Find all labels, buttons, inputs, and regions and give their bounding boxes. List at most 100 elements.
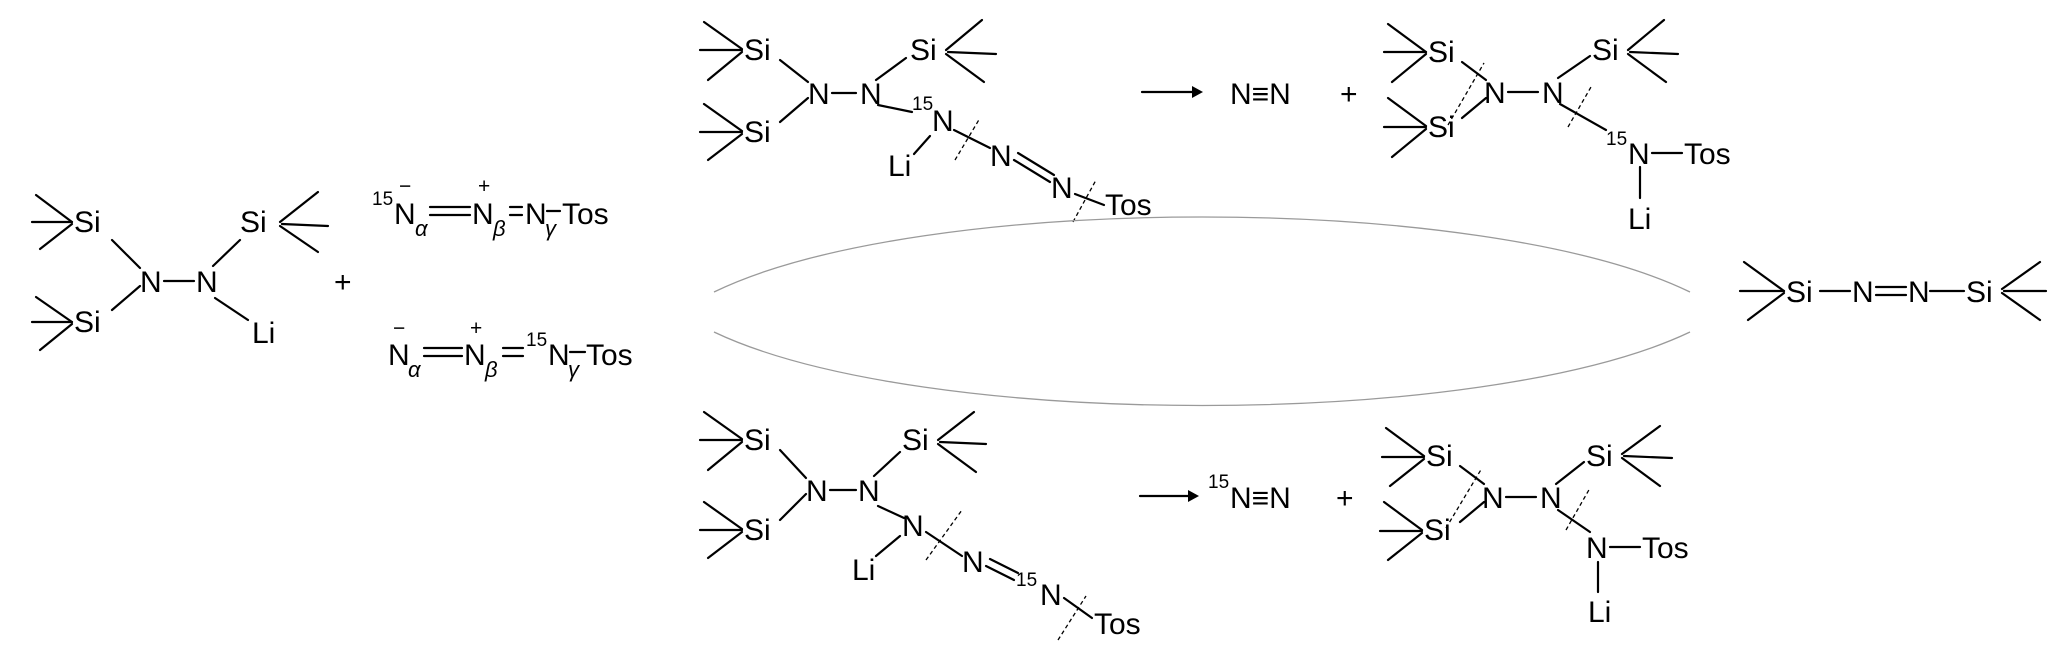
gamma-label: γ <box>568 357 581 382</box>
n-atom: N <box>860 78 882 111</box>
li-atom: Li <box>252 317 275 350</box>
si-atom: Si <box>744 514 771 547</box>
si-atom: Si <box>1428 111 1455 144</box>
si-atom: Si <box>1966 276 1993 309</box>
si-atom: Si <box>910 34 937 67</box>
si-atom: Si <box>1426 440 1453 473</box>
cleavage-mark <box>925 509 963 561</box>
si-atom: Si <box>1586 440 1613 473</box>
plus-sign: + <box>1336 482 1354 515</box>
n-atom: N <box>1040 579 1062 612</box>
n-beta-atom: N <box>464 339 486 372</box>
beta-label: β <box>484 357 498 382</box>
bonds <box>698 18 1106 207</box>
cleavage-mark <box>1447 62 1485 126</box>
bottom-tosyl-amide-product: Si Si N N Si N Tos Li <box>1378 424 1689 629</box>
plus-sign: + <box>1340 78 1358 111</box>
si-atom: Si <box>74 206 101 239</box>
bonds <box>30 190 330 352</box>
overall-reaction-arrow <box>713 216 1691 407</box>
n-gamma-atom: N <box>548 339 570 372</box>
bonds <box>698 410 1094 620</box>
labeled-tosyl-azide-gamma: N − α N + β 15 N γ Tos <box>388 317 633 382</box>
si-atom: Si <box>744 424 771 457</box>
si-atom: Si <box>902 424 929 457</box>
n-atom: N <box>1484 77 1506 110</box>
n-atom: N <box>990 140 1012 173</box>
n-atom: N <box>1540 482 1562 515</box>
li-atom: Li <box>852 554 875 587</box>
n-atom: N <box>140 266 162 299</box>
top-reaction-arrow <box>1140 86 1203 98</box>
isotope-label: 15 <box>912 94 933 115</box>
li-atom: Li <box>1588 596 1611 629</box>
n-atom: N <box>1852 276 1874 309</box>
gamma-label: γ <box>545 216 558 241</box>
n-atom: N <box>1628 138 1650 171</box>
isotope-label: 15 <box>1606 129 1627 150</box>
n-alpha-atom: N <box>388 339 410 372</box>
minus-charge: − <box>399 175 411 198</box>
n-atom: N <box>1482 482 1504 515</box>
cleavage-mark <box>1057 595 1087 641</box>
cleavage-mark <box>1565 487 1591 531</box>
cleavage-mark <box>1445 467 1483 529</box>
minus-charge: − <box>393 317 405 340</box>
bonds <box>1382 18 1684 200</box>
si-atom: Si <box>1786 276 1813 309</box>
li-atom: Li <box>1628 203 1651 236</box>
n-alpha-atom: N <box>394 198 416 231</box>
si-atom: Si <box>1592 34 1619 67</box>
alpha-label: α <box>415 216 429 241</box>
n-atom: N <box>196 266 218 299</box>
si-atom: Si <box>1424 514 1451 547</box>
n-atom: N <box>1908 276 1930 309</box>
n-gamma-atom: N <box>525 198 547 231</box>
tos-group: Tos <box>1684 138 1731 171</box>
dinitrogen-product: N≡N <box>1230 78 1291 111</box>
n-atom: N <box>932 105 954 138</box>
n-atom: N <box>806 475 828 508</box>
si-atom: Si <box>240 206 267 239</box>
isotope-label: 15 <box>372 189 393 210</box>
isotope-label: 15 <box>526 330 547 351</box>
labeled-tosyl-azide-alpha: 15 N − α N + β N γ Tos <box>372 175 609 241</box>
n-atom: N <box>902 510 924 543</box>
isotope-label: 15 <box>1016 570 1037 591</box>
n-atom: N <box>1586 532 1608 565</box>
bottom-reaction-arrow <box>1138 490 1199 502</box>
tos-group: Tos <box>1642 532 1689 565</box>
bottom-triazene-intermediate: Si Si N N Si N Li N 15 N Tos <box>698 410 1141 641</box>
tos-group: Tos <box>562 198 609 231</box>
bis-silyl-diazene-product: Si N N Si <box>1738 260 2048 322</box>
plus-sign: + <box>334 266 352 299</box>
top-tosyl-amide-product: Si Si N N Si 15 N Tos Li <box>1382 18 1731 236</box>
li-atom: Li <box>888 150 911 183</box>
si-atom: Si <box>744 116 771 149</box>
lithium-hydrazide-reactant: Si Si N N Si Li <box>30 190 330 352</box>
n-atom: N <box>858 475 880 508</box>
bonds <box>1378 424 1674 594</box>
n-beta-atom: N <box>472 198 494 231</box>
tos-group: Tos <box>1105 189 1152 222</box>
tos-group: Tos <box>586 339 633 372</box>
si-atom: Si <box>744 34 771 67</box>
isotope-label: 15 <box>1208 472 1229 493</box>
dinitrogen-product: N≡N <box>1230 482 1291 515</box>
n-atom: N <box>1051 172 1073 205</box>
si-atom: Si <box>1428 36 1455 69</box>
alpha-label: α <box>408 357 422 382</box>
plus-charge: + <box>478 175 490 198</box>
plus-charge: + <box>470 317 482 340</box>
cleavage-mark <box>954 117 981 161</box>
n-atom: N <box>962 546 984 579</box>
tos-group: Tos <box>1094 608 1141 641</box>
bonds <box>1738 260 2048 322</box>
n-atom: N <box>808 78 830 111</box>
beta-label: β <box>492 216 506 241</box>
n-atom: N <box>1542 77 1564 110</box>
si-atom: Si <box>74 306 101 339</box>
cleavage-mark <box>1072 179 1097 223</box>
top-triazene-intermediate: Si Si N N Si 15 N Li N N Tos <box>698 18 1152 223</box>
